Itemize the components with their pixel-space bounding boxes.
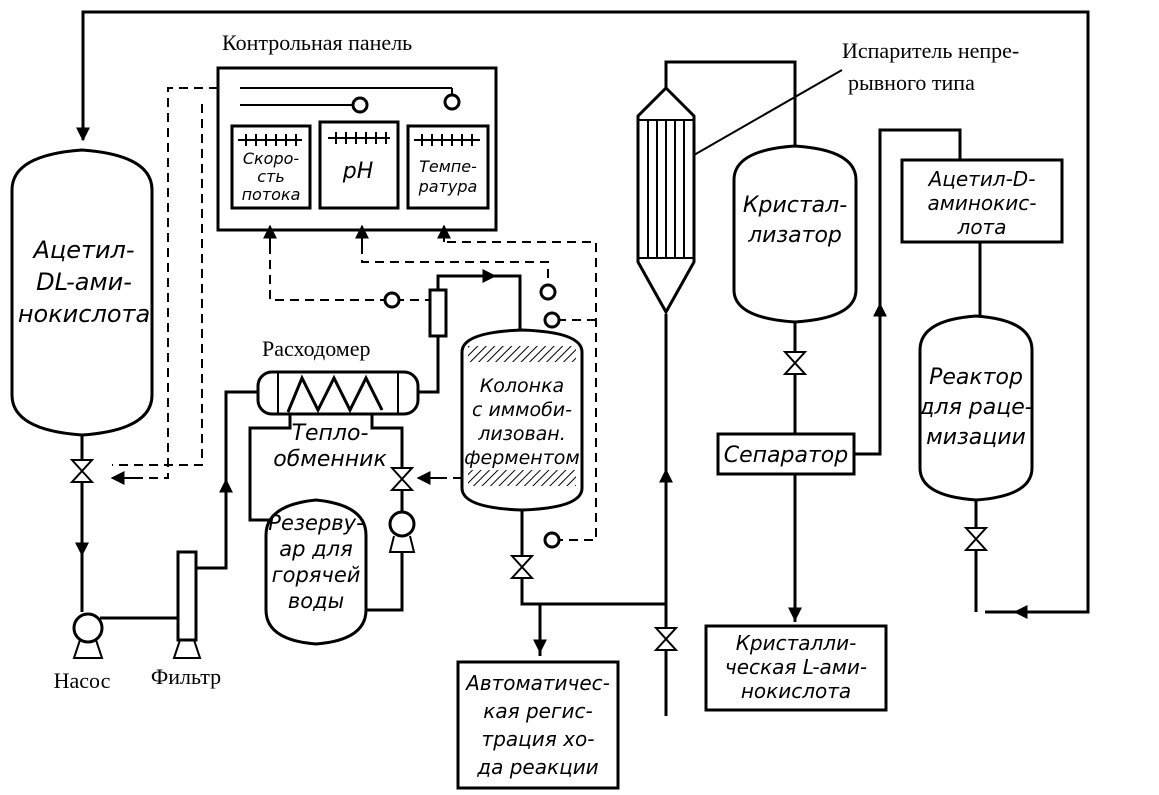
auto-registration-label-1: Автоматичес- [464, 671, 610, 695]
filter: Фильтр [151, 550, 221, 689]
flow-rate-label-3: потока [242, 185, 301, 204]
reactor-label-2: для раце- [918, 395, 1032, 420]
crystallizer-label-2: лизатор [747, 223, 842, 248]
temperature-instrument: Темпе- ратура [406, 124, 490, 210]
pump: Насос [54, 612, 111, 693]
reactor-outlet-line [963, 500, 989, 612]
auto-registration-box: Автоматичес- кая регис- трация хо- да ре… [456, 660, 620, 790]
crystalline-l-label-2: ческая L-ами- [725, 655, 867, 679]
recycle-line [76, 10, 1090, 619]
acetyl-d-label-1: Ацетил-D- [927, 167, 1036, 191]
column-label-4: ферментом [464, 447, 579, 469]
hot-water-label-1: Резерву- [268, 511, 363, 535]
acetyl-dl-label-1: Ацетил- [31, 236, 134, 264]
dl-tank-valve [69, 459, 95, 483]
auto-registration-label-2: кая регис- [483, 699, 592, 723]
continuous-evaporator [636, 85, 696, 316]
filter-label: Фильтр [151, 664, 221, 689]
hot-water-pump [388, 510, 416, 538]
exchanger-to-flowmeter-line [418, 336, 440, 394]
column-outlet-valve [509, 555, 535, 579]
hot-water-tank: Резерву- ар для горячей воды [264, 498, 368, 646]
acetyl-dl-label-3: нокислота [18, 300, 150, 328]
crystallizer-valve [782, 351, 808, 375]
heat-exchanger-label-2: обменник [273, 447, 387, 472]
hot-water-label-4: воды [288, 589, 344, 613]
flowmeter-to-column-line [436, 274, 522, 332]
crystallizer-outlet-line [782, 322, 808, 434]
auto-registration-label-4: да реакции [476, 755, 598, 779]
heat-exchanger-label-1: Тепло- [292, 421, 369, 446]
temperature-label-1: Темпе- [419, 157, 477, 176]
evaporator-label-1: Испаритель непре- [842, 38, 1019, 63]
evaporator-to-crystallizer-line [664, 60, 797, 150]
flow-rate-label-1: Скоро- [243, 149, 300, 168]
evaporator-feed-line [653, 314, 679, 716]
hot-water-label-2: ар для [279, 537, 352, 561]
ph-instrument: pH [318, 120, 400, 210]
heat-exchanger: Тепло- обменник [256, 370, 420, 472]
flowmeter [428, 288, 448, 338]
crystalline-l-box: Кристалли- ческая L-ами- нокислота [704, 624, 888, 712]
immobilized-enzyme-column: Колонка с иммоби- лизован. ферментом [460, 328, 584, 512]
crystallizer-label-1: Кристал- [743, 193, 847, 218]
hot-water-valve [389, 467, 415, 491]
evaporator-drain-valve [653, 627, 679, 651]
ph-label: pH [342, 159, 374, 184]
acetyl-dl-amino-acid-tank: Ацетил- DL-ами- нокислота [10, 148, 154, 437]
control-signal-lines [110, 87, 597, 549]
pump-label: Насос [54, 668, 111, 693]
separator-to-acetyl-d-line [854, 128, 962, 456]
dl-tank-outlet-line [69, 435, 95, 612]
racemization-reactor: Реактор для раце- мизации [918, 314, 1034, 502]
flow-rate-label-2: сть [257, 167, 285, 186]
acetyl-dl-label-2: DL-ами- [36, 268, 132, 296]
hot-water-loop [248, 414, 416, 612]
hot-water-label-3: горячей [272, 563, 361, 587]
temperature-label-2: ратура [418, 177, 478, 196]
ph-sensor [539, 283, 557, 301]
evaporator-label-2: рывного типа [848, 70, 975, 95]
column-outlet-line [509, 510, 666, 656]
flow-sensor [383, 291, 401, 309]
column-label-1: Колонка [480, 375, 564, 397]
acetyl-d-amino-acid-box: Ацетил-D- аминокис- лота [900, 158, 1064, 244]
flowmeter-label: Расходомер [262, 336, 370, 361]
evaporator-leader-line [693, 69, 843, 156]
column-label-2: с иммоби- [472, 399, 572, 421]
crystalline-l-label-1: Кристалли- [736, 631, 857, 655]
reactor-label-1: Реактор [929, 365, 1023, 390]
column-label-3: лизован. [477, 423, 566, 445]
temperature-sensor [543, 311, 561, 329]
crystalline-l-label-3: нокислота [741, 679, 851, 703]
control-panel: Контрольная панель Скоро- сть потока pH … [216, 30, 498, 232]
outlet-sensor [543, 531, 561, 549]
reactor-label-3: мизации [926, 425, 1026, 450]
reactor-valve [963, 527, 989, 551]
auto-registration-label-3: трация хо- [482, 727, 595, 751]
separator: Сепаратор [716, 432, 856, 476]
acetyl-d-label-2: аминокис- [928, 191, 1037, 215]
flow-rate-instrument: Скоро- сть потока [230, 124, 312, 210]
crystallizer: Кристал- лизатор [732, 144, 858, 324]
control-panel-label: Контрольная панель [222, 30, 412, 55]
acetyl-d-label-3: лота [957, 215, 1007, 239]
separator-label: Сепаратор [724, 443, 848, 468]
